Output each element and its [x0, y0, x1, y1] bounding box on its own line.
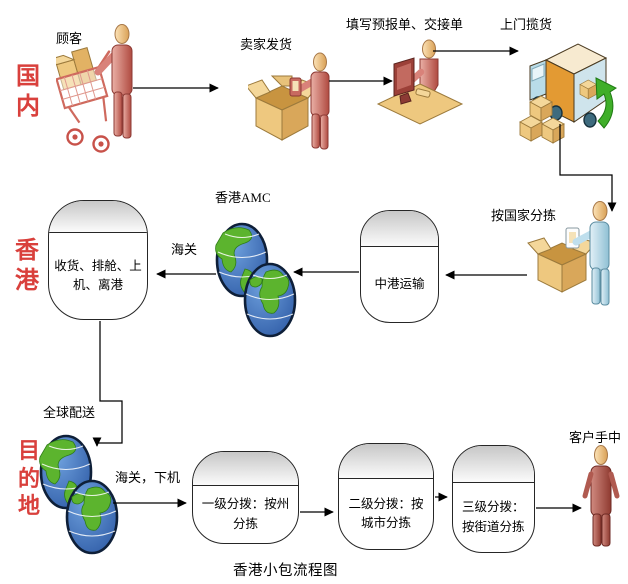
- rail-label-hongkong: 香港: [15, 238, 39, 294]
- diagram-caption: 香港小包流程图: [233, 563, 338, 579]
- label-hk-amc: 香港AMC: [215, 190, 271, 205]
- label-global-delivery: 全球配送: [43, 405, 96, 420]
- rail-label-destination: 目的地: [17, 438, 40, 518]
- process-dist-level3: 三级分拨： 按街道分拣: [452, 445, 535, 553]
- blue-person-sorting-box-icon: [527, 201, 610, 306]
- parcel-cube: [579, 79, 597, 100]
- truck-wheel: [583, 112, 597, 128]
- truck-cab: [529, 59, 547, 101]
- shape-header: [361, 211, 438, 247]
- label-pickup: 上门揽货: [500, 17, 553, 32]
- process-dist-level1: 一级分拨：按州 分拣: [192, 451, 299, 544]
- open-box: [248, 75, 319, 141]
- process-hk-handling-label: 收货、排舱、上 机、离港: [54, 258, 142, 292]
- open-box: [527, 237, 597, 293]
- label-customs-landing: 海关，下机: [115, 470, 181, 485]
- process-hk-transport-label: 中港运输: [374, 276, 425, 291]
- person-with-shopping-cart-icon: [56, 24, 133, 153]
- label-seller: 卖家发货: [240, 37, 293, 52]
- keyboard: [415, 88, 431, 98]
- green-loop-arrow-icon: [595, 77, 617, 129]
- customer-person: [94, 24, 133, 139]
- shopping-cart: [56, 46, 111, 124]
- process-hk-handling: 收货、排舱、上 机、离港: [48, 200, 148, 320]
- process-dist-level1-label: 一级分拨：按州 分拣: [201, 497, 290, 531]
- label-customs: 海关: [171, 242, 198, 257]
- shape-header: [453, 446, 534, 483]
- shape-header: [193, 452, 298, 486]
- parcel-cube: [541, 117, 565, 144]
- seller-person: [289, 52, 330, 150]
- process-dist-level2-label: 二级分拨：按 城市分拣: [348, 496, 424, 530]
- standing-person-icon: [582, 445, 620, 547]
- label-form: 填写预报单、交接单: [346, 17, 464, 32]
- process-dist-level2: 二级分拨：按 城市分拣: [338, 443, 434, 550]
- rail-label-domestic: 国内: [16, 64, 40, 120]
- hk-amc-double-globe-icon: [214, 222, 297, 338]
- delivery-truck-with-parcels-icon: [519, 43, 617, 144]
- destination-double-globe-icon: [38, 434, 119, 555]
- person-at-computer-icon: [376, 39, 464, 125]
- connector-hkhandling-destglobes: [92, 321, 123, 447]
- globe-africa: [243, 262, 297, 338]
- parcel-cube: [519, 115, 543, 142]
- shape-header: [49, 201, 147, 233]
- computer-monitor: [393, 57, 415, 105]
- process-hk-transport: 中港运输: [360, 210, 439, 323]
- globe-africa: [65, 479, 119, 555]
- label-country-sort: 按国家分拣: [491, 208, 557, 223]
- shape-header: [339, 444, 433, 479]
- label-customer-hand: 客户手中: [569, 430, 622, 445]
- sorter-person: [572, 201, 610, 306]
- process-dist-level3-label: 三级分拨： 按街道分拣: [462, 500, 525, 534]
- person-with-open-box-icon: [248, 52, 330, 150]
- label-customer: 顾客: [56, 31, 83, 46]
